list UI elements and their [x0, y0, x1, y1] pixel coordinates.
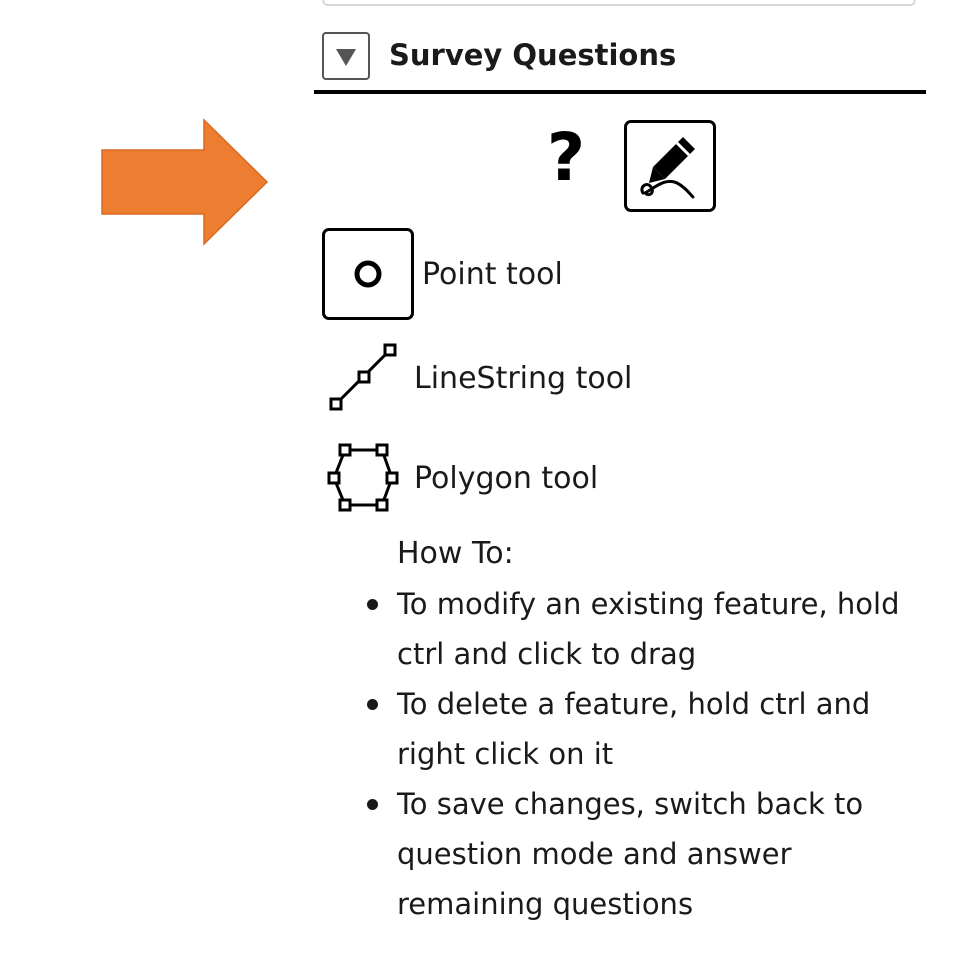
linestring-tool-label: LineString tool — [414, 361, 633, 396]
section-header: Survey Questions — [314, 30, 926, 94]
question-mark-icon: ? — [546, 119, 586, 196]
polygon-tool-button[interactable]: Polygon tool — [322, 440, 622, 516]
polygon-tool-label: Polygon tool — [414, 461, 599, 496]
howto-item: To save changes, switch back to question… — [367, 779, 937, 929]
point-icon — [354, 260, 382, 288]
howto-heading: How To: — [397, 536, 514, 571]
point-tool-label: Point tool — [422, 257, 563, 292]
top-input-field[interactable] — [322, 0, 916, 6]
howto-item: To modify an existing feature, hold ctrl… — [367, 579, 937, 679]
howto-item: To delete a feature, hold ctrl and right… — [367, 679, 937, 779]
right-arrow-annotation-icon — [101, 118, 269, 246]
point-tool-box — [322, 228, 414, 320]
linestring-tool-button[interactable]: LineString tool — [322, 340, 642, 416]
collapse-toggle-button[interactable] — [322, 32, 370, 80]
howto-list: To modify an existing feature, hold ctrl… — [367, 579, 937, 929]
linestring-icon — [329, 343, 397, 411]
polygon-icon — [327, 443, 399, 512]
point-tool-button[interactable]: Point tool — [322, 228, 622, 320]
triangle-down-icon — [336, 49, 356, 66]
edit-mode-button[interactable] — [624, 120, 716, 212]
help-button[interactable]: ? — [536, 119, 596, 200]
section-title: Survey Questions — [389, 38, 677, 72]
pen-signature-icon — [640, 137, 695, 199]
